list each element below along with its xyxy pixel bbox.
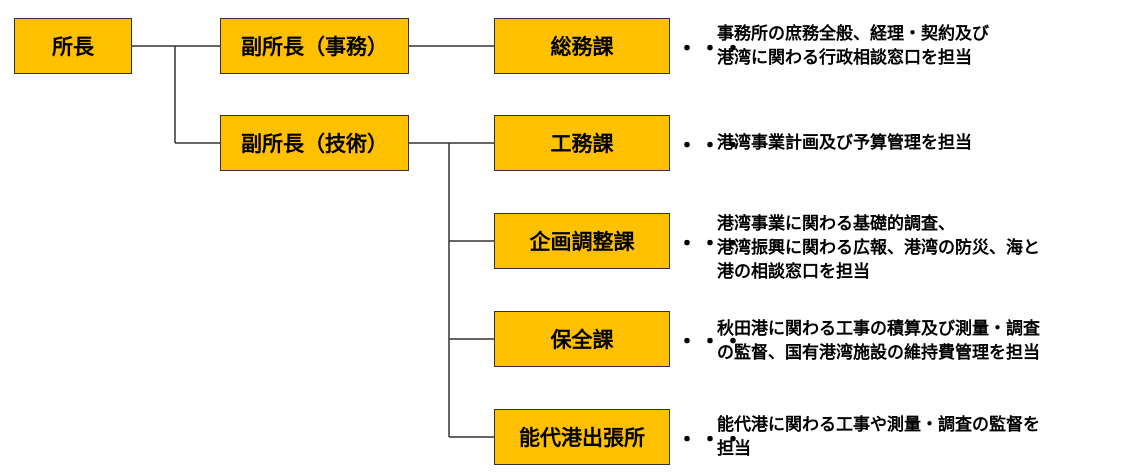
desc-engineering: 港湾事業計画及び予算管理を担当 — [717, 133, 972, 153]
ellipsis-general-affairs: ・・・ — [676, 37, 746, 62]
node-noshiro: 能代港出張所 — [494, 409, 670, 465]
desc-general-affairs: 事務所の庶務全般、経理・契約及び 港湾に関わる行政相談窓口を担当 — [717, 24, 989, 68]
ellipsis-noshiro: ・・・ — [676, 428, 746, 453]
node-maintenance: 保全課 — [494, 311, 670, 367]
node-planning: 企画調整課 — [494, 213, 670, 269]
desc-maintenance: 秋田港に関わる工事の積算及び測量・調査 の監督、国有港湾施設の維持費管理を担当 — [717, 319, 1040, 363]
node-deputy-admin: 副所長（事務） — [220, 18, 409, 74]
desc-noshiro: 能代港に関わる工事や測量・調査の監督を 担当 — [717, 415, 1040, 459]
desc-planning: 港湾事業に関わる基礎的調査、 港湾振興に関わる広報、港湾の防災、海と 港の相談窓… — [717, 214, 1040, 282]
ellipsis-maintenance: ・・・ — [676, 330, 746, 355]
ellipsis-engineering: ・・・ — [676, 134, 746, 159]
ellipsis-planning: ・・・ — [676, 232, 746, 257]
node-deputy-tech: 副所長（技術） — [220, 115, 409, 171]
node-general-affairs: 総務課 — [494, 18, 670, 74]
node-director: 所長 — [14, 18, 132, 74]
node-engineering: 工務課 — [494, 115, 670, 171]
